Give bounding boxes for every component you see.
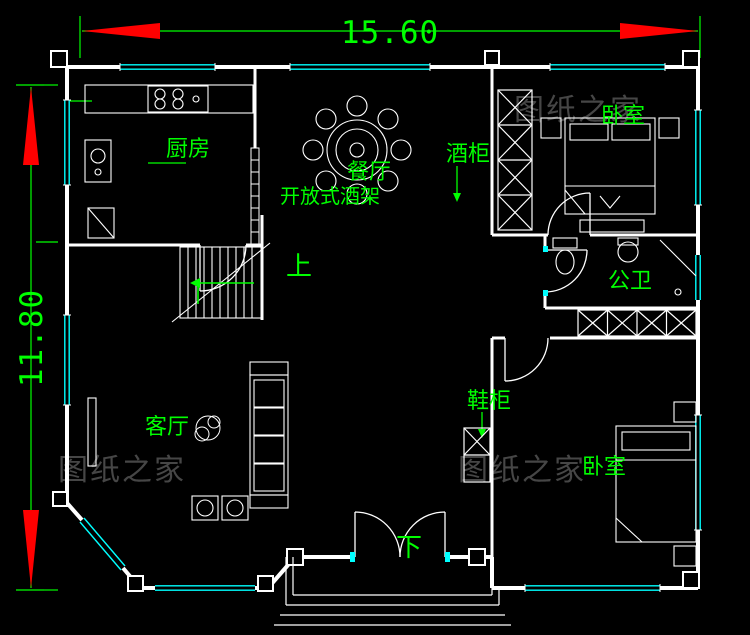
wine-cabinet-hatch: [497, 89, 533, 231]
green-leader-arrows: [453, 193, 486, 438]
watermark-text: 图纸之家: [58, 453, 186, 488]
bedroom-bottom-label: 卧室: [582, 455, 626, 480]
room-labels: 厨房 餐厅 开放式酒架 酒柜 卧室 公卫 上 鞋柜 客厅 卧室 下: [145, 104, 652, 563]
windows: [64, 64, 701, 591]
width-dimension-label: 15.60: [341, 15, 439, 51]
bed-bottom: [615, 401, 697, 567]
watermark-text: 图纸之家: [514, 93, 642, 128]
dining-label: 餐厅: [347, 160, 391, 185]
window-sills: [63, 63, 702, 592]
kitchen-fridge: [87, 207, 115, 239]
wine-cabinet-label: 酒柜: [446, 142, 490, 167]
living-room-label: 客厅: [145, 415, 189, 440]
dimension-top: 15.60: [79, 15, 701, 58]
kitchen-sink: [84, 139, 112, 183]
dim-arrow-right: [620, 23, 698, 39]
bedroom-top-label: 卧室: [601, 104, 645, 129]
door-jambs: [350, 246, 548, 562]
sofa: [249, 361, 289, 509]
kitchen-label: 厨房: [166, 137, 210, 162]
watermark-group: 图纸之家 图纸之家 图纸之家: [58, 93, 642, 488]
dimension-left: 11.80: [14, 84, 58, 591]
kitchen-counter: [84, 84, 254, 114]
bathroom-fixtures: [552, 237, 697, 296]
outer-walls: [65, 65, 700, 590]
entrance-down-label: 下: [396, 533, 422, 563]
corner-column-caps: [50, 50, 700, 592]
open-wine-rack-shelf: [250, 147, 260, 248]
open-wine-rack-label: 开放式酒架: [280, 184, 380, 208]
dining-table: [302, 95, 412, 205]
shoe-cabinet-label: 鞋柜: [467, 389, 511, 414]
bed-top: [540, 117, 680, 233]
stairs-direction-arrow: [190, 278, 254, 304]
kitchen-stove: [147, 85, 209, 113]
height-dimension-label: 11.80: [14, 289, 50, 387]
dim-arrow-left: [82, 23, 160, 39]
porch-steps: [274, 557, 511, 626]
dim-arrow-down: [23, 510, 39, 588]
bathroom-label: 公卫: [608, 269, 652, 294]
green-tick-marks: [36, 100, 483, 430]
watermark-text: 图纸之家: [458, 453, 586, 488]
plant: [194, 415, 221, 442]
coffee-stools: [191, 495, 249, 521]
shoe-cabinet-box: [463, 427, 491, 483]
tv-cabinet: [87, 397, 97, 467]
wardrobe-hatch: [577, 309, 697, 337]
stairs-up-label: 上: [286, 252, 312, 282]
dim-arrow-up: [23, 87, 39, 165]
